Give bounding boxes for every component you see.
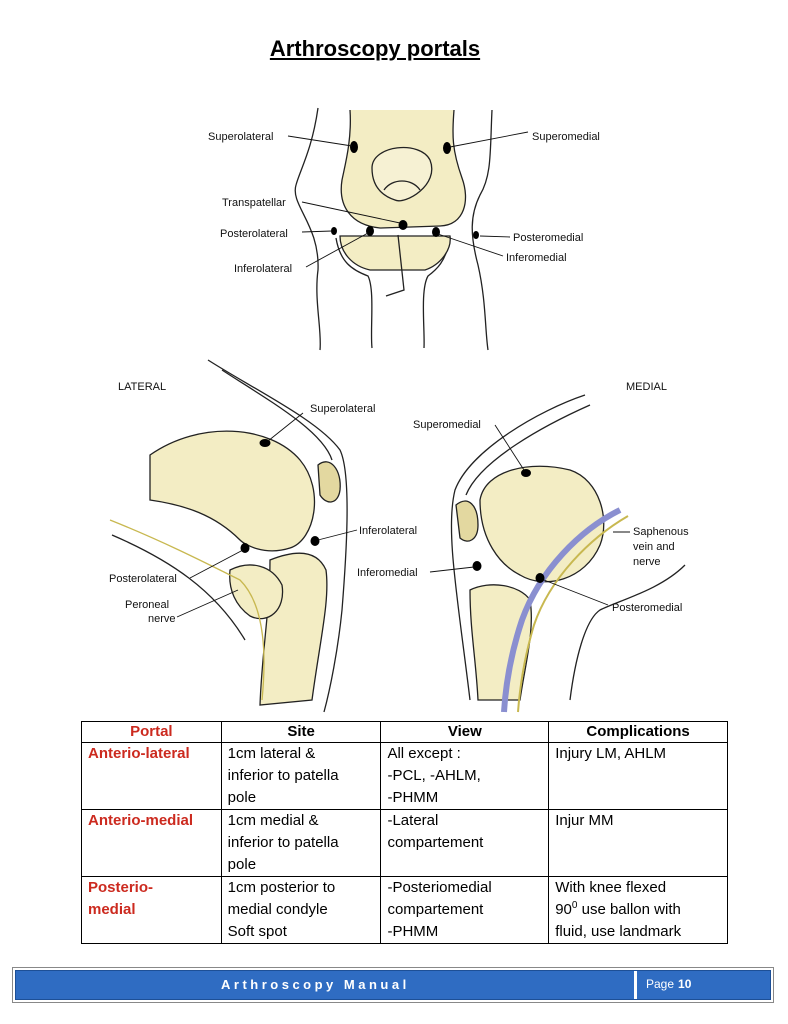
label-medial-superomedial: Superomedial — [413, 419, 481, 431]
label-inferolateral: Inferolateral — [234, 263, 292, 275]
portal-complications: With knee flexed 900 use ballon with flu… — [548, 876, 728, 944]
dot-posteromedial — [473, 231, 479, 239]
leg-outline-left — [294, 107, 321, 351]
table-header-row: Portal Site View Complications — [81, 721, 728, 743]
label-superolateral: Superolateral — [208, 131, 273, 143]
medial-knee-diagram — [450, 394, 686, 713]
dot-superolateral — [350, 141, 358, 153]
dot-medial-posteromedial — [535, 573, 545, 583]
header-complications: Complications — [548, 721, 728, 743]
dot-posterolateral — [331, 227, 337, 235]
label-saphenous-1: Saphenous — [633, 526, 689, 538]
footer-title: Arthroscopy Manual — [221, 977, 410, 992]
lateral-skin-inner — [221, 369, 333, 461]
portal-view: -Lateral compartement — [380, 809, 550, 877]
patella-facet — [383, 180, 421, 191]
leg-outline-right — [471, 109, 493, 351]
dot-superomedial — [443, 142, 451, 154]
label-posterolateral: Posterolateral — [220, 228, 288, 240]
table-row: Posterio- medial 1cm posterior to medial… — [81, 876, 728, 944]
medial-skin-inner — [465, 404, 591, 496]
footer-divider — [634, 971, 637, 999]
lateral-femur — [149, 430, 316, 552]
medial-portal-points — [472, 469, 545, 583]
portal-site: 1cm medial & inferior to patella pole — [220, 809, 382, 877]
saphenous-vein — [501, 507, 622, 713]
tibia-plateau — [339, 235, 451, 271]
lateral-patella — [317, 461, 341, 503]
peroneal-nerve-path — [109, 519, 265, 701]
portal-site: 1cm posterior to medial condyle Soft spo… — [220, 876, 382, 944]
saphenous-nerve — [517, 515, 629, 713]
medial-leader-lines — [429, 424, 630, 606]
label-peroneal-1: Peroneal — [125, 599, 169, 611]
header-view: View — [380, 721, 550, 743]
patella-shape — [371, 146, 433, 202]
dot-medial-inferomedial — [472, 561, 482, 571]
portal-complications: Injur MM — [548, 809, 728, 877]
label-posteromedial: Posteromedial — [513, 232, 583, 244]
knee-portals-figure: Superolateral Superomedial Transpatellar… — [109, 107, 689, 713]
anterior-labels: Superolateral Superomedial Transpatellar… — [208, 131, 600, 275]
dot-medial-superomedial — [521, 469, 531, 477]
medial-hamstring — [569, 564, 686, 701]
label-saphenous-2: vein and — [633, 541, 675, 553]
header-site: Site — [220, 721, 382, 743]
dot-lateral-posterolateral — [240, 543, 250, 553]
portal-site: 1cm lateral & inferior to patella pole — [220, 742, 382, 810]
patellar-tendon — [385, 234, 405, 297]
header-portal: Portal — [81, 721, 222, 743]
label-lateral-superolateral: Superolateral — [310, 403, 375, 415]
label-lateral-heading: LATERAL — [118, 381, 166, 393]
portal-name: Anterio-medial — [81, 809, 222, 877]
portal-view: -Posteriomedial compartement -PHMM — [380, 876, 550, 944]
dot-lateral-inferolateral — [310, 536, 320, 546]
anterior-leader-lines — [287, 131, 529, 268]
page-title: Arthroscopy portals — [269, 36, 481, 61]
medial-skin-outline — [450, 394, 586, 701]
label-peroneal-2: nerve — [148, 613, 176, 625]
portal-name: Anterio-lateral — [81, 742, 222, 810]
label-superomedial: Superomedial — [532, 131, 600, 143]
table-row: Anterio-medial 1cm medial & inferior to … — [81, 809, 728, 877]
label-medial-heading: MEDIAL — [626, 381, 667, 393]
lateral-leader-lines — [176, 412, 358, 618]
dot-inferolateral — [366, 226, 374, 236]
lateral-fibula-head — [229, 564, 284, 620]
portals-table: Portal Site View Complications Anterio-l… — [81, 721, 728, 944]
label-medial-posteromedial: Posteromedial — [612, 602, 682, 614]
portal-name: Posterio- medial — [81, 876, 222, 944]
lateral-hamstring — [111, 534, 246, 641]
label-transpatellar: Transpatellar — [222, 197, 286, 209]
medial-patella — [455, 500, 479, 542]
lateral-skin-outline — [207, 359, 348, 713]
medial-labels: MEDIAL Superomedial Inferomedial Sapheno… — [357, 381, 689, 614]
anterior-knee-diagram — [294, 107, 493, 351]
label-saphenous-3: nerve — [633, 556, 661, 568]
dot-inferomedial — [432, 227, 440, 237]
label-medial-inferomedial: Inferomedial — [357, 567, 418, 579]
medial-tibia — [469, 584, 533, 701]
dot-transpatellar — [398, 220, 408, 230]
portal-complications: Injury LM, AHLM — [548, 742, 728, 810]
label-lateral-inferolateral: Inferolateral — [359, 525, 417, 537]
lateral-labels: LATERAL Superolateral Inferolateral Post… — [109, 381, 417, 625]
lateral-knee-diagram — [109, 359, 348, 713]
dot-lateral-superolateral — [259, 439, 271, 447]
portal-view: All except : -PCL, -AHLM, -PHMM — [380, 742, 550, 810]
label-lateral-posterolateral: Posterolateral — [109, 573, 177, 585]
medial-femur — [479, 465, 605, 583]
label-inferomedial: Inferomedial — [506, 252, 567, 264]
table-row: Anterio-lateral 1cm lateral & inferior t… — [81, 742, 728, 810]
